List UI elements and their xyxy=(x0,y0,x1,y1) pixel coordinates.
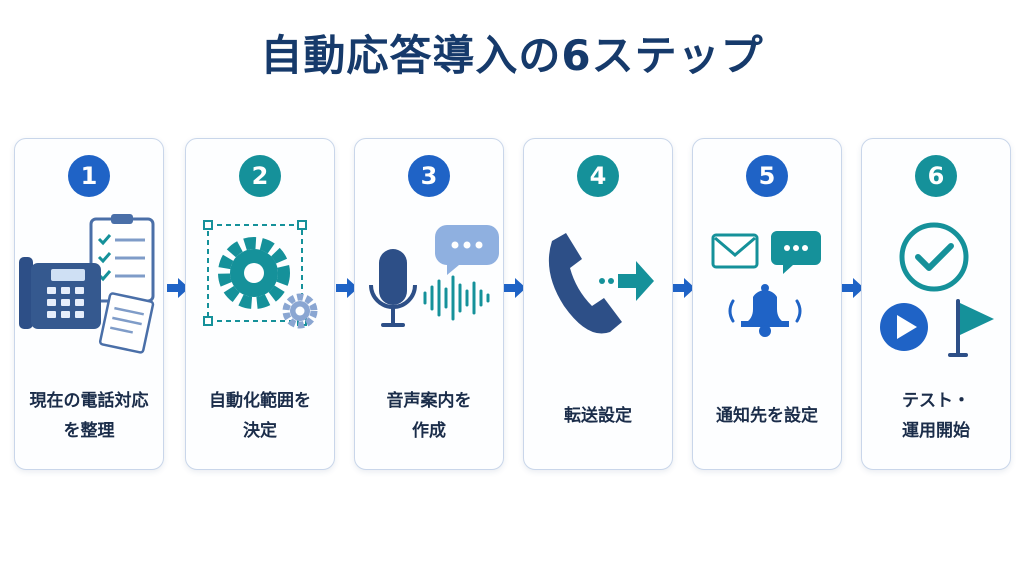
step-label: テスト・運用開始 xyxy=(902,391,970,441)
step-number-badge: 1 xyxy=(68,155,110,197)
desk-phone-clipboard-icon xyxy=(19,214,155,354)
step-number-badge: 3 xyxy=(408,155,450,197)
step-card-2: 2 自動化範囲を決定 xyxy=(185,138,335,470)
page-title: 自動応答導入の6ステップ xyxy=(260,31,764,80)
step-label: 自動化範囲を決定 xyxy=(209,391,311,441)
phone-forward-icon xyxy=(548,233,654,334)
step-label: 音声案内を作成 xyxy=(386,391,472,441)
step-card-3: 3 音声案内を作成 xyxy=(354,138,504,470)
microphone-voice-icon xyxy=(369,225,499,327)
arrow-right-icon xyxy=(167,278,189,298)
notification-bell-icon xyxy=(711,231,821,337)
step-label: 転送設定 xyxy=(564,406,632,427)
gear-selection-icon xyxy=(203,220,318,329)
step-label: 通知先を設定 xyxy=(716,406,818,427)
step-card-1: 1 現在の電話対応を整理 xyxy=(14,138,164,470)
arrow-right-icon xyxy=(336,278,358,298)
step-label: 現在の電話対応を整理 xyxy=(29,391,149,441)
step-number-badge: 2 xyxy=(239,155,281,197)
step-card-6: 6 テスト・運用開始 xyxy=(861,138,1011,470)
arrow-right-icon xyxy=(842,278,864,298)
step-number-badge: 4 xyxy=(577,155,619,197)
step-card-5: 5 通知先を設定 xyxy=(692,138,842,470)
step-card-4: 4 転送設定 xyxy=(523,138,673,470)
check-play-flag-icon xyxy=(880,222,994,357)
step-number-badge: 6 xyxy=(915,155,957,197)
arrow-right-icon xyxy=(504,278,526,298)
step-number-badge: 5 xyxy=(746,155,788,197)
arrow-right-icon xyxy=(673,278,695,298)
